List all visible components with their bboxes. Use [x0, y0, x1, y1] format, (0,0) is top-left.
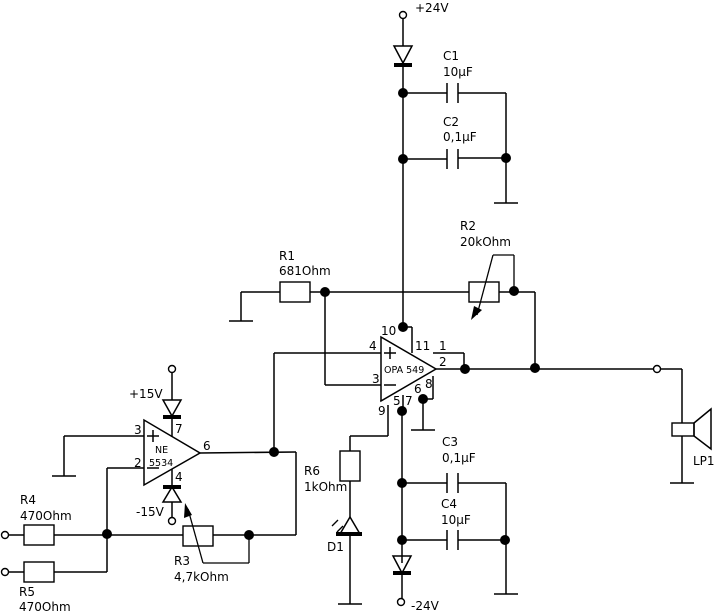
- d1-led-icon: [338, 515, 362, 535]
- opa549-pin10: 10: [381, 324, 396, 338]
- r6-ref: R6: [304, 464, 320, 478]
- input-terminal-1: [0, 530, 10, 540]
- r2-ref: R2: [460, 219, 476, 233]
- d1-ref: D1: [327, 540, 344, 554]
- ne5534-pin7: 7: [175, 422, 183, 436]
- r2-wiper-arrow-icon: [471, 306, 482, 320]
- r4-ref: R4: [20, 493, 36, 507]
- pos15-terminal: [167, 364, 177, 374]
- input-resistors: R4 470Ohm R5 470Ohm: [0, 493, 107, 614]
- c1-value: 10µF: [443, 65, 473, 79]
- c3-value: 0,1µF: [442, 451, 476, 465]
- r5-ref: R5: [19, 585, 35, 599]
- ne5534-label-1: NE: [155, 445, 168, 456]
- input-terminal-2: [0, 567, 10, 577]
- r4-value: 470Ohm: [20, 509, 72, 523]
- lp1-ref: LP1: [693, 454, 715, 468]
- opa549-pin6: 6: [414, 382, 422, 396]
- opa549-pin1: 1: [439, 339, 447, 353]
- r3-value: 4,7kOhm: [174, 570, 229, 584]
- c4-value: 10µF: [441, 513, 471, 527]
- c1-ref: C1: [443, 49, 459, 63]
- ne5534-pin6: 6: [203, 439, 211, 453]
- ne5534-pin3: 3: [134, 423, 142, 437]
- ne5534-pin4: 4: [175, 470, 183, 484]
- opa549-pin7: 7: [405, 394, 413, 408]
- opa549-label: OPA 549: [384, 365, 424, 376]
- c2-ref: C2: [443, 115, 459, 129]
- opa549-pin2: 2: [439, 355, 447, 369]
- pos24-diode-icon: [392, 45, 414, 65]
- r3-network: R3 4,7kOhm: [107, 503, 254, 584]
- r2-value: 20kOhm: [460, 235, 511, 249]
- ne5534-label-2: 5534: [149, 458, 173, 469]
- r6-d1-branch: R6 1kOhm D1: [304, 405, 389, 605]
- r1-ref: R1: [279, 249, 295, 263]
- opa549-triangle: [380, 335, 438, 403]
- feedback-network: R1 681Ohm R2 20kOhm: [229, 219, 536, 386]
- neg15-label: -15V: [136, 505, 165, 519]
- neg15-terminal: [167, 516, 177, 526]
- opa549-pin4: 4: [369, 339, 377, 353]
- r2-potentiometer: [468, 281, 500, 303]
- r3-wiper-arrow-icon: [184, 503, 192, 518]
- neg24-diode-icon: [391, 555, 413, 575]
- pos15-diode-icon: [161, 399, 183, 418]
- lp1-speaker-icon: [671, 422, 695, 437]
- opa549-pin3: 3: [372, 372, 380, 386]
- pos24-label: +24V: [415, 1, 449, 15]
- neg24-terminal: [396, 597, 406, 607]
- r6-resistor: [339, 450, 361, 482]
- r5-value: 470Ohm: [19, 600, 71, 614]
- lp1-speaker: LP1: [652, 364, 715, 484]
- opa549-pin9: 9: [378, 404, 386, 418]
- pos24-terminal: [398, 10, 408, 20]
- pos24-supply: +24V C1 10µF C2 0,1µF: [392, 1, 518, 326]
- r6-value: 1kOhm: [304, 480, 347, 494]
- r1-resistor: [279, 281, 311, 303]
- c2-value: 0,1µF: [443, 130, 477, 144]
- r5-resistor: [23, 561, 55, 583]
- r4-resistor: [23, 524, 55, 546]
- opa549-amplifier: OPA 549 10 11 4 3 1 2 8 6 5 7 9: [369, 322, 657, 563]
- output-terminal: [652, 364, 662, 374]
- opa549-pin5: 5: [393, 394, 401, 408]
- opa549-pin11: 11: [415, 339, 430, 353]
- r1-value: 681Ohm: [279, 264, 331, 278]
- neg15-diode-icon: [161, 485, 183, 503]
- r3-ref: R3: [174, 554, 190, 568]
- ne5534-preamp: NE 5534 3 2 6 7 4 +15V -15V: [52, 352, 381, 572]
- neg24-supply: C3 0,1µF C4 10µF -24V: [391, 435, 518, 613]
- neg24-label: -24V: [411, 599, 440, 613]
- c3-ref: C3: [442, 435, 458, 449]
- c4-ref: C4: [441, 497, 457, 511]
- pos15-label: +15V: [129, 387, 163, 401]
- opa549-pin8: 8: [425, 377, 433, 391]
- ne5534-pin2: 2: [134, 456, 142, 470]
